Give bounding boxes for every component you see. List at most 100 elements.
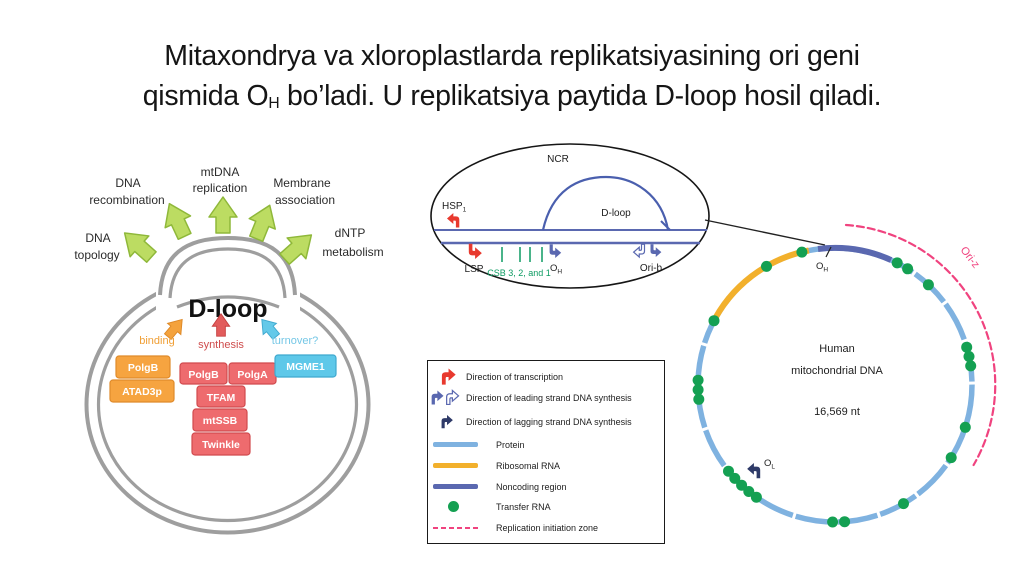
trna-dot	[839, 516, 851, 528]
trna-dot	[729, 472, 741, 484]
map-center-size: 16,569 nt	[814, 406, 860, 418]
trna-dot	[898, 498, 909, 510]
svg-text:association: association	[275, 193, 335, 207]
trna-dot	[922, 279, 934, 291]
slide-title: Mitaxondrya va xloroplastlarda replikats…	[0, 36, 1024, 124]
lagging-strand-arrow-icon	[441, 414, 453, 428]
dloop-arc	[541, 175, 670, 231]
hsp1-label: HSP1	[442, 201, 467, 214]
legend-row-rrna: Ribosomal RNA	[428, 455, 664, 476]
title-line-1: Mitaxondrya va xloroplastlarda replikats…	[164, 40, 860, 72]
mitochondrion-membrane	[84, 224, 371, 535]
map-center-line2: mitochondrial DNA	[791, 365, 883, 377]
lsp-label: LSP	[465, 264, 484, 275]
noncoding-line-icon	[433, 484, 478, 489]
svg-text:Membrane: Membrane	[273, 176, 331, 190]
protein-box-mgme1: MGME1	[274, 354, 337, 378]
legend-label-lagging-strand: Direction of lagging strand DNA synthesi…	[466, 416, 632, 427]
svg-text:DNA: DNA	[85, 231, 110, 245]
trna-dot	[891, 257, 903, 269]
rrna-arc	[709, 247, 810, 327]
replication-initiation-zone-arc	[844, 223, 997, 467]
svg-text:TFAM: TFAM	[207, 392, 236, 404]
svg-text:DNA: DNA	[115, 176, 140, 190]
label-mtdna-replication: mtDNA replication	[193, 165, 248, 195]
title-oh-subscript: H	[268, 94, 280, 112]
oriz-label: Ori-z	[958, 244, 982, 270]
map-ol-label: OL	[764, 458, 775, 471]
protein-box-polga: PolgA	[228, 362, 277, 385]
trna-dot	[945, 452, 957, 464]
noncoding-region-arc	[817, 244, 893, 263]
arrow-dna-topology-icon	[114, 221, 162, 269]
map-center-line1: Human	[819, 343, 854, 355]
svg-text:MGME1: MGME1	[286, 361, 325, 373]
svg-text:dNTP: dNTP	[335, 226, 366, 240]
trna-dot	[796, 246, 808, 258]
trna-dot	[708, 315, 720, 327]
legend-label-leading-strand: Direction of leading strand DNA synthesi…	[466, 393, 632, 403]
oh-pointer-line	[825, 246, 832, 258]
svg-text:PolgA: PolgA	[237, 369, 268, 381]
trna-dot	[761, 260, 772, 272]
leading-strand-arrows-icon	[431, 389, 460, 406]
dloop-heading: D-loop	[188, 295, 267, 323]
legend-label-replication-zone: Replication initiation zone	[496, 523, 599, 533]
protein-box-polgb-orange: PolgB	[115, 355, 171, 379]
svg-text:metabolism: metabolism	[322, 245, 383, 259]
replication-zone-dash-icon	[433, 526, 479, 530]
trna-dot	[743, 486, 755, 497]
trna-dot	[959, 421, 971, 433]
trna-dot	[963, 351, 975, 362]
label-dna-recombination: DNA recombination	[89, 176, 164, 207]
trna-dot-icon	[448, 501, 459, 512]
orib-filled-arrow-icon	[650, 244, 662, 257]
dloop-arc-label: D-loop	[601, 208, 631, 219]
svg-text:Twinkle: Twinkle	[202, 439, 240, 451]
legend-row-leading-strand: Direction of leading strand DNA synthesi…	[428, 387, 664, 409]
ncr-ellipse-outline	[430, 143, 710, 289]
trna-dots	[692, 246, 977, 528]
trna-dot	[692, 384, 704, 396]
mtdna-map: Ori-z OH OL Human mitochondrial DNA 16,5…	[692, 223, 997, 528]
lsp-transcription-arrow-icon	[468, 243, 482, 259]
protein-box-mtssb: mtSSB	[192, 408, 248, 432]
rrna-line-icon	[433, 463, 478, 468]
legend-row-lagging-strand: Direction of lagging strand DNA synthesi…	[428, 409, 664, 434]
title-line-2: qismida OH bo’ladi. U replikatsiya payti…	[142, 80, 882, 112]
trna-dot	[827, 516, 839, 528]
map-oh-label: OH	[816, 261, 828, 274]
legend-row-transcription: Direction of transcription	[428, 366, 664, 387]
label-membrane-association: Membrane association	[273, 176, 335, 207]
legend-row-protein: Protein	[428, 434, 664, 455]
trna-dot	[692, 374, 704, 386]
label-dntp-metabolism: dNTP metabolism	[322, 226, 383, 259]
svg-text:mtDNA: mtDNA	[201, 165, 240, 179]
dloop-arc-end-tick	[660, 220, 671, 231]
oh-origin-label: OH	[550, 263, 562, 276]
trna-dot	[693, 393, 705, 405]
hsp1-transcription-arrow-icon	[446, 213, 460, 228]
oh-leading-strand-arrow-icon	[549, 244, 562, 258]
ncr-diagram: NCR D-loop HSP1 LSP CSB 3, 2, and 1 OH O…	[430, 143, 710, 289]
svg-text:recombination: recombination	[89, 193, 164, 207]
trna-dot	[723, 465, 734, 477]
trna-dot	[965, 360, 977, 372]
transcription-arrow-icon	[441, 368, 456, 385]
svg-text:ATAD3p: ATAD3p	[122, 386, 162, 398]
svg-text:replication: replication	[193, 181, 248, 195]
ncr-label: NCR	[547, 154, 569, 165]
trna-dot	[902, 263, 914, 275]
svg-text:mtSSB: mtSSB	[203, 415, 238, 427]
legend-row-trna: Transfer RNA	[428, 497, 664, 516]
legend-label-rrna: Ribosomal RNA	[496, 460, 561, 471]
legend-row-noncoding: Noncoding region	[428, 476, 664, 497]
protein-box-polgb-red: PolgB	[179, 362, 228, 385]
ol-lagging-strand-arrow-icon	[747, 463, 761, 479]
trna-dot	[750, 491, 762, 503]
legend-label-protein: Protein	[496, 439, 525, 450]
protein-box-twinkle: Twinkle	[191, 432, 251, 456]
svg-text:PolgB: PolgB	[188, 369, 219, 381]
synthesis-label: synthesis	[198, 339, 244, 351]
